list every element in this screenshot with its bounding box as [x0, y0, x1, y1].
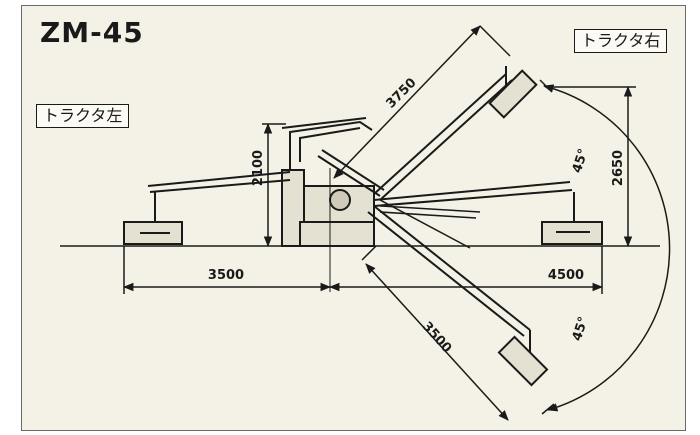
dim-3500-width [122, 246, 332, 294]
dim-4500-width-label: 4500 [548, 268, 584, 283]
dim-2100-label: 2100 [251, 150, 266, 186]
dim-2650-label: 2650 [611, 150, 626, 186]
mid-boom [379, 199, 481, 249]
dim-3500-width-label: 3500 [208, 268, 244, 283]
angle-lower-label: 45° [570, 315, 592, 343]
left-outrigger [123, 171, 291, 245]
dim-2100 [262, 122, 286, 248]
tractor-right-label: トラクタ右 [574, 29, 668, 53]
arc-tick-bottom [541, 403, 555, 415]
dim-3500-diag-label: 3500 [419, 319, 454, 356]
dim-3750 [333, 25, 511, 179]
dim-2650 [548, 85, 636, 248]
right-outrigger [373, 181, 603, 245]
dim-4500-width [328, 246, 604, 294]
arc-tick-top [539, 79, 553, 93]
model-title: ZM-45 [40, 16, 144, 49]
angle-upper-label: 45° [570, 147, 592, 175]
tractor-left-label: トラクタ左 [36, 104, 130, 128]
angle-arc [542, 84, 671, 412]
machine-base [281, 169, 375, 247]
